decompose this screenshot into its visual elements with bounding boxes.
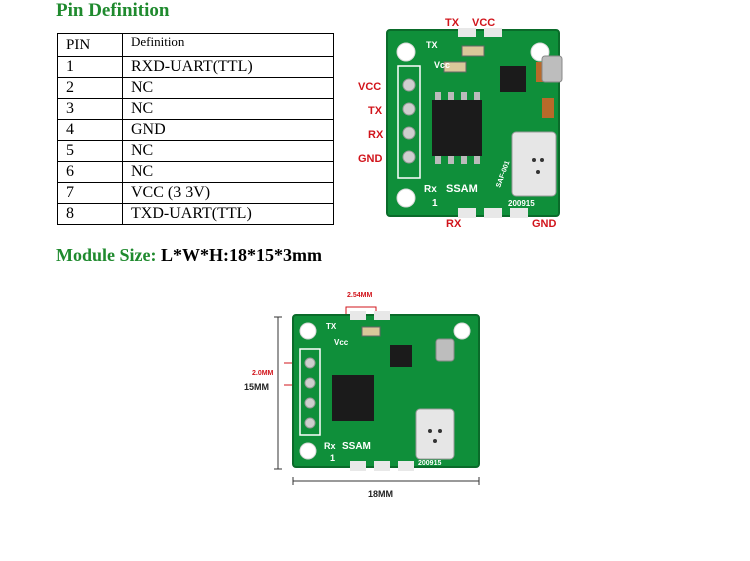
definition-cell: RXD-UART(TTL)	[122, 56, 334, 78]
table-header-row: PIN Definition	[57, 33, 334, 57]
top-vcc-label: VCC	[472, 17, 495, 29]
pin-cell: 6	[57, 161, 123, 183]
spacing-label: 2.0MM	[252, 370, 274, 377]
pitch-label: 2.54MM	[347, 292, 372, 299]
left-gnd-label: GND	[358, 153, 383, 165]
left-vcc-label: VCC	[358, 81, 381, 93]
pin-cell: 8	[57, 203, 123, 225]
silk-rx: Rx	[424, 184, 437, 195]
silk-vcc: Vcc	[334, 338, 349, 347]
definition-cell: VCC (3 3V)	[122, 182, 334, 204]
pin-cell: 7	[57, 182, 123, 204]
definition-cell: NC	[122, 140, 334, 162]
silk-date: 200915	[508, 199, 535, 208]
silk-ssam: SSAM	[342, 441, 371, 452]
height-label: 15MM	[244, 382, 269, 392]
definition-cell: TXD-UART(TTL)	[122, 203, 334, 225]
silk-vcc: Vcc	[434, 60, 450, 70]
bottom-gnd-label: GND	[532, 218, 557, 230]
silk-one: 1	[330, 453, 335, 463]
pin-definition-heading: Pin Definition	[56, 0, 170, 21]
board-dimension-figure: 15MM 18MM 2.54MM 2.0MM TX Vcc Rx SSAM 1 …	[244, 292, 480, 499]
board-pinout-figure: TX VCC VCC TX RX GND RX GND	[358, 17, 563, 230]
module-size-value: L*W*H:18*15*3mm	[156, 245, 322, 265]
width-label: 18MM	[368, 489, 393, 499]
pin-cell: 3	[57, 98, 123, 120]
definition-cell: NC	[122, 161, 334, 183]
module-size-heading: Module Size: L*W*H:18*15*3mm	[56, 245, 322, 266]
pin-cell: 1	[57, 56, 123, 78]
pcb-board-bottom: TX Vcc Rx SSAM 1 200915	[292, 311, 480, 471]
definition-cell: GND	[122, 119, 334, 141]
silk-ssam: SSAM	[446, 183, 478, 195]
left-tx-label: TX	[368, 105, 383, 117]
pin-cell: 5	[57, 140, 123, 162]
pin-cell: 4	[57, 119, 123, 141]
column-header-pin: PIN	[57, 33, 123, 57]
definition-cell: NC	[122, 98, 334, 120]
pcb-board-top: TX Vcc Rx SSAM 1 200915 SAF-001	[386, 28, 563, 218]
silk-rx: Rx	[324, 441, 336, 451]
top-tx-label: TX	[445, 17, 460, 29]
left-rx-label: RX	[368, 129, 384, 141]
silk-tx: TX	[426, 40, 438, 50]
column-header-definition: Definition	[122, 33, 334, 57]
definition-cell: NC	[122, 77, 334, 99]
bottom-rx-label: RX	[446, 218, 462, 230]
silk-one: 1	[432, 198, 438, 209]
silk-date: 200915	[418, 460, 441, 467]
module-size-label: Module Size:	[56, 245, 157, 265]
silk-tx: TX	[326, 322, 337, 331]
pin-cell: 2	[57, 77, 123, 99]
